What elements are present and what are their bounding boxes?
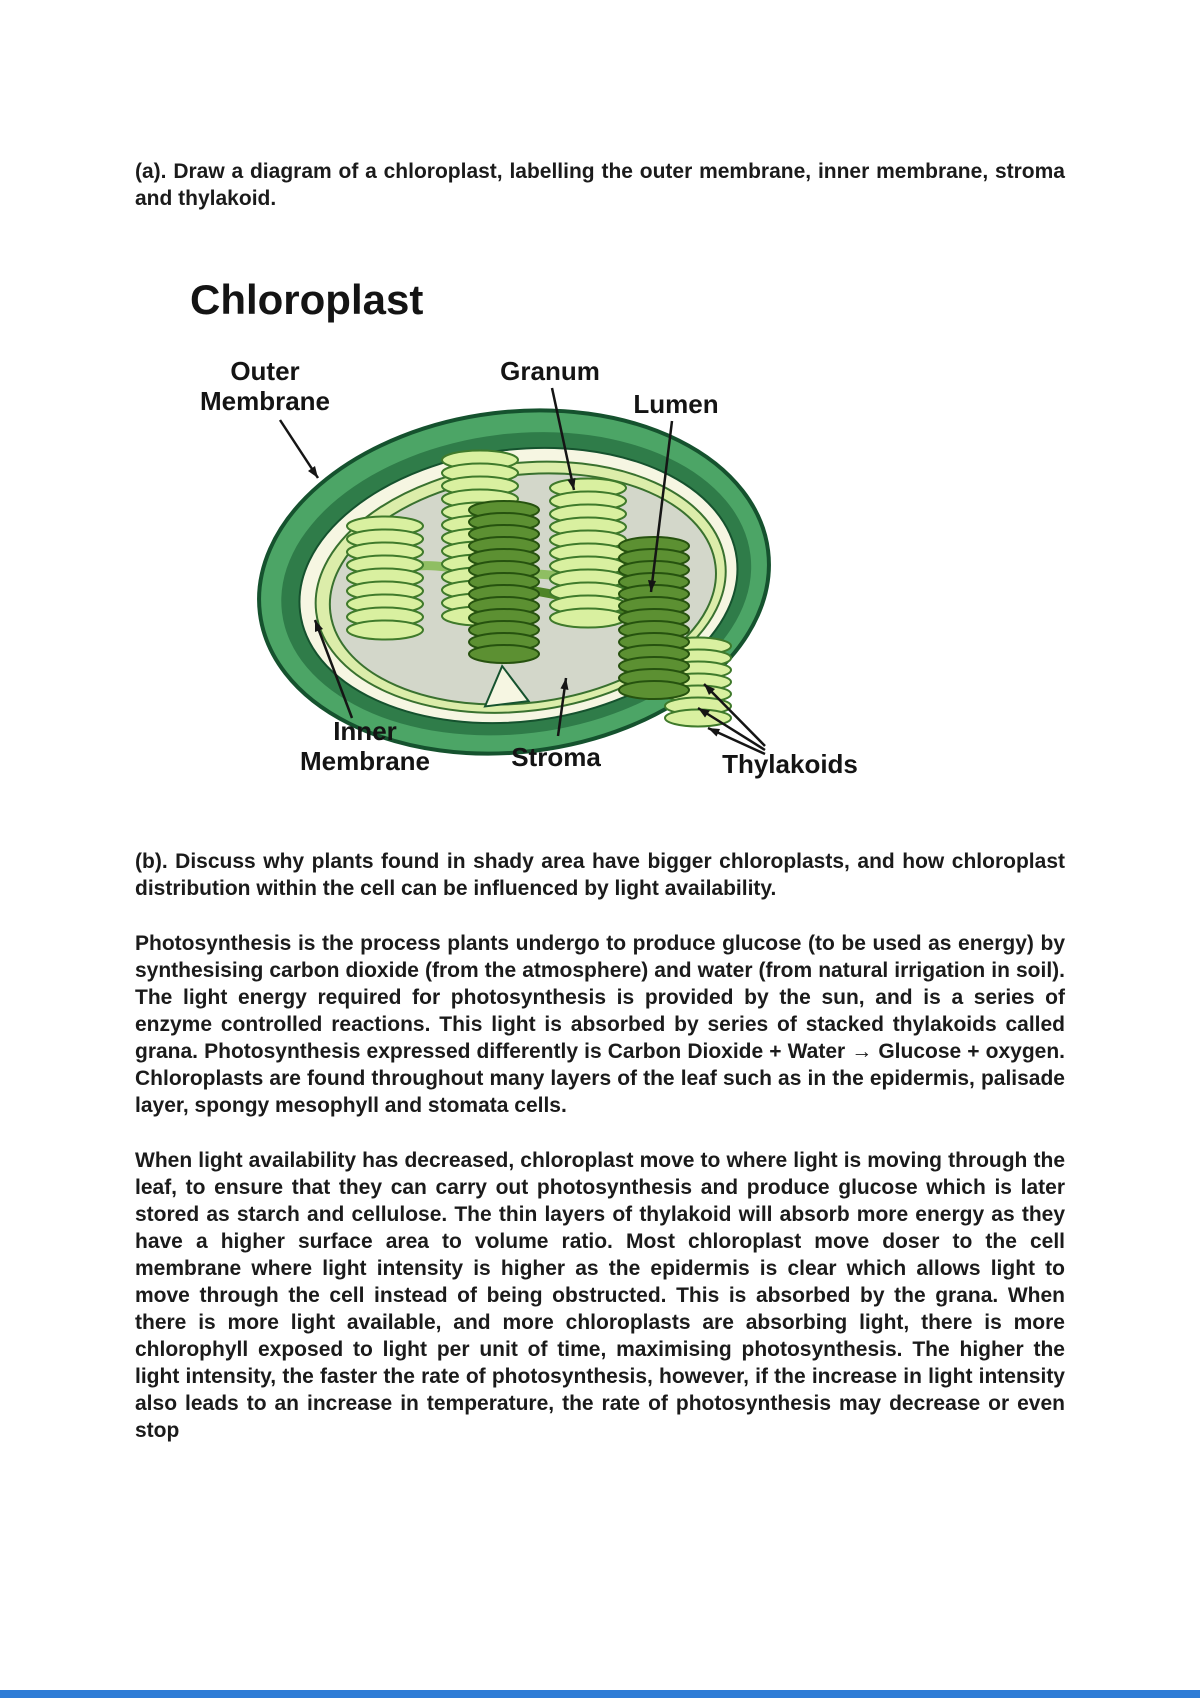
paragraph-light-availability: When light availability has decreased, c… (135, 1149, 1065, 1442)
arrow-thylakoids-2 (697, 706, 766, 752)
paragraph-photosynthesis: Photosynthesis is the process plants und… (135, 932, 1065, 1117)
label-stroma: Stroma (511, 742, 601, 772)
chloroplast-diagram: Chloroplast (180, 268, 880, 808)
label-inner-membrane-line1: Inner (333, 716, 397, 746)
question-b: (b). Discuss why plants found in shady a… (135, 850, 1065, 900)
question-a: (a). Draw a diagram of a chloroplast, la… (135, 160, 1065, 210)
label-lumen: Lumen (633, 389, 718, 419)
label-outer-membrane-line1: Outer (230, 356, 299, 386)
arrow-inner-membrane (313, 619, 354, 719)
arrow-thylakoids-3 (707, 726, 766, 756)
thylakoid-stack-dark-center (468, 500, 540, 664)
label-thylakoids: Thylakoids (722, 749, 858, 779)
chloroplast-diagram-svg: Chloroplast (190, 276, 858, 779)
granum-stack-center-right (549, 477, 627, 629)
arrow-stroma (556, 677, 569, 737)
arrow-outer-membrane (278, 419, 320, 479)
cutaway-notch (483, 664, 531, 708)
granum-stack-left (346, 515, 424, 641)
label-outer-membrane-line2: Membrane (200, 386, 330, 416)
arrow-thylakoids-1 (703, 683, 766, 747)
arrow-lumen (648, 420, 674, 593)
bottom-bar (0, 1690, 1200, 1698)
diagram-title: Chloroplast (190, 276, 423, 323)
arrow-granum (550, 387, 576, 491)
label-granum: Granum (500, 356, 600, 386)
label-inner-membrane-line2: Membrane (300, 746, 430, 776)
